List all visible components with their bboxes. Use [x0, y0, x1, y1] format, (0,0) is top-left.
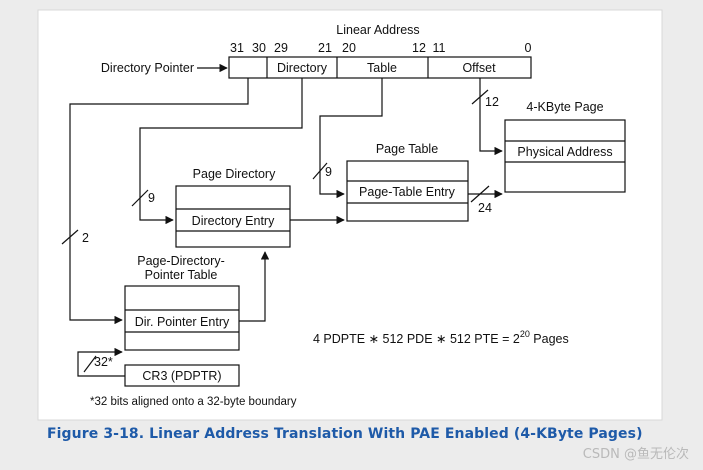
bit-11: 11 [433, 41, 446, 55]
page-title: 4-KByte Page [526, 100, 603, 114]
table-path [319, 78, 383, 199]
watermark: CSDN @鱼无伦次 [582, 447, 689, 462]
table-width-label: 9 [325, 165, 332, 179]
formula-text: 4 PDPTE ∗ 512 PDE ∗ 512 PTE = 220 Pages [313, 329, 569, 346]
page-table-box: Page-Table Entry [346, 160, 469, 222]
width-slashes [61, 89, 490, 373]
dir-width-label: 9 [148, 191, 155, 205]
pdpte-to-pd-path [239, 251, 270, 322]
page-table-entry: Page-Table Entry [359, 185, 456, 199]
cr3-register: CR3 (PDPTR) [124, 364, 240, 387]
page-directory-title: Page Directory [193, 167, 276, 181]
linear-address-register: Directory Table Offset [228, 56, 532, 79]
bit-20: 20 [342, 41, 356, 55]
phys-width-label: 24 [478, 201, 492, 215]
field-directory: Directory [277, 61, 328, 75]
directory-pointer-label: Directory Pointer [101, 61, 194, 75]
offset-width-label: 12 [485, 95, 499, 109]
bit-29: 29 [274, 41, 288, 55]
bit-31: 31 [230, 41, 244, 55]
physical-address-entry: Physical Address [517, 145, 612, 159]
bit-positions: 31 30 29 21 20 12 11 0 [230, 41, 531, 55]
pdpt-title-line1: Page-Directory- [137, 254, 225, 268]
bit-30: 30 [252, 41, 266, 55]
dir-pointer-entry: Dir. Pointer Entry [135, 315, 230, 329]
page-table-title: Page Table [376, 142, 438, 156]
pdpt-box: Dir. Pointer Entry [124, 285, 240, 351]
page-directory-box: Directory Entry [175, 185, 291, 248]
directory-entry: Directory Entry [192, 214, 275, 228]
offset-path [479, 78, 503, 156]
dir-path [139, 78, 303, 225]
cr3-label: CR3 (PDPTR) [142, 369, 221, 383]
bit-12: 12 [412, 41, 426, 55]
ptr-width-label: 2 [82, 231, 89, 245]
cr3-width-label: 32* [94, 355, 113, 369]
pdpt-title-line2: Pointer Table [145, 268, 218, 282]
ptr-path [69, 78, 249, 325]
figure-caption: Figure 3-18. Linear Address Translation … [47, 426, 643, 442]
bit-21: 21 [318, 41, 332, 55]
cr3-path [77, 347, 125, 377]
footnote: *32 bits aligned onto a 32-byte boundary [90, 396, 297, 408]
field-table: Table [367, 61, 397, 75]
connectors [69, 78, 503, 377]
page-box: Physical Address [504, 119, 626, 193]
field-offset: Offset [462, 61, 496, 75]
bit-0: 0 [525, 41, 532, 55]
linear-address-title: Linear Address [336, 23, 419, 37]
